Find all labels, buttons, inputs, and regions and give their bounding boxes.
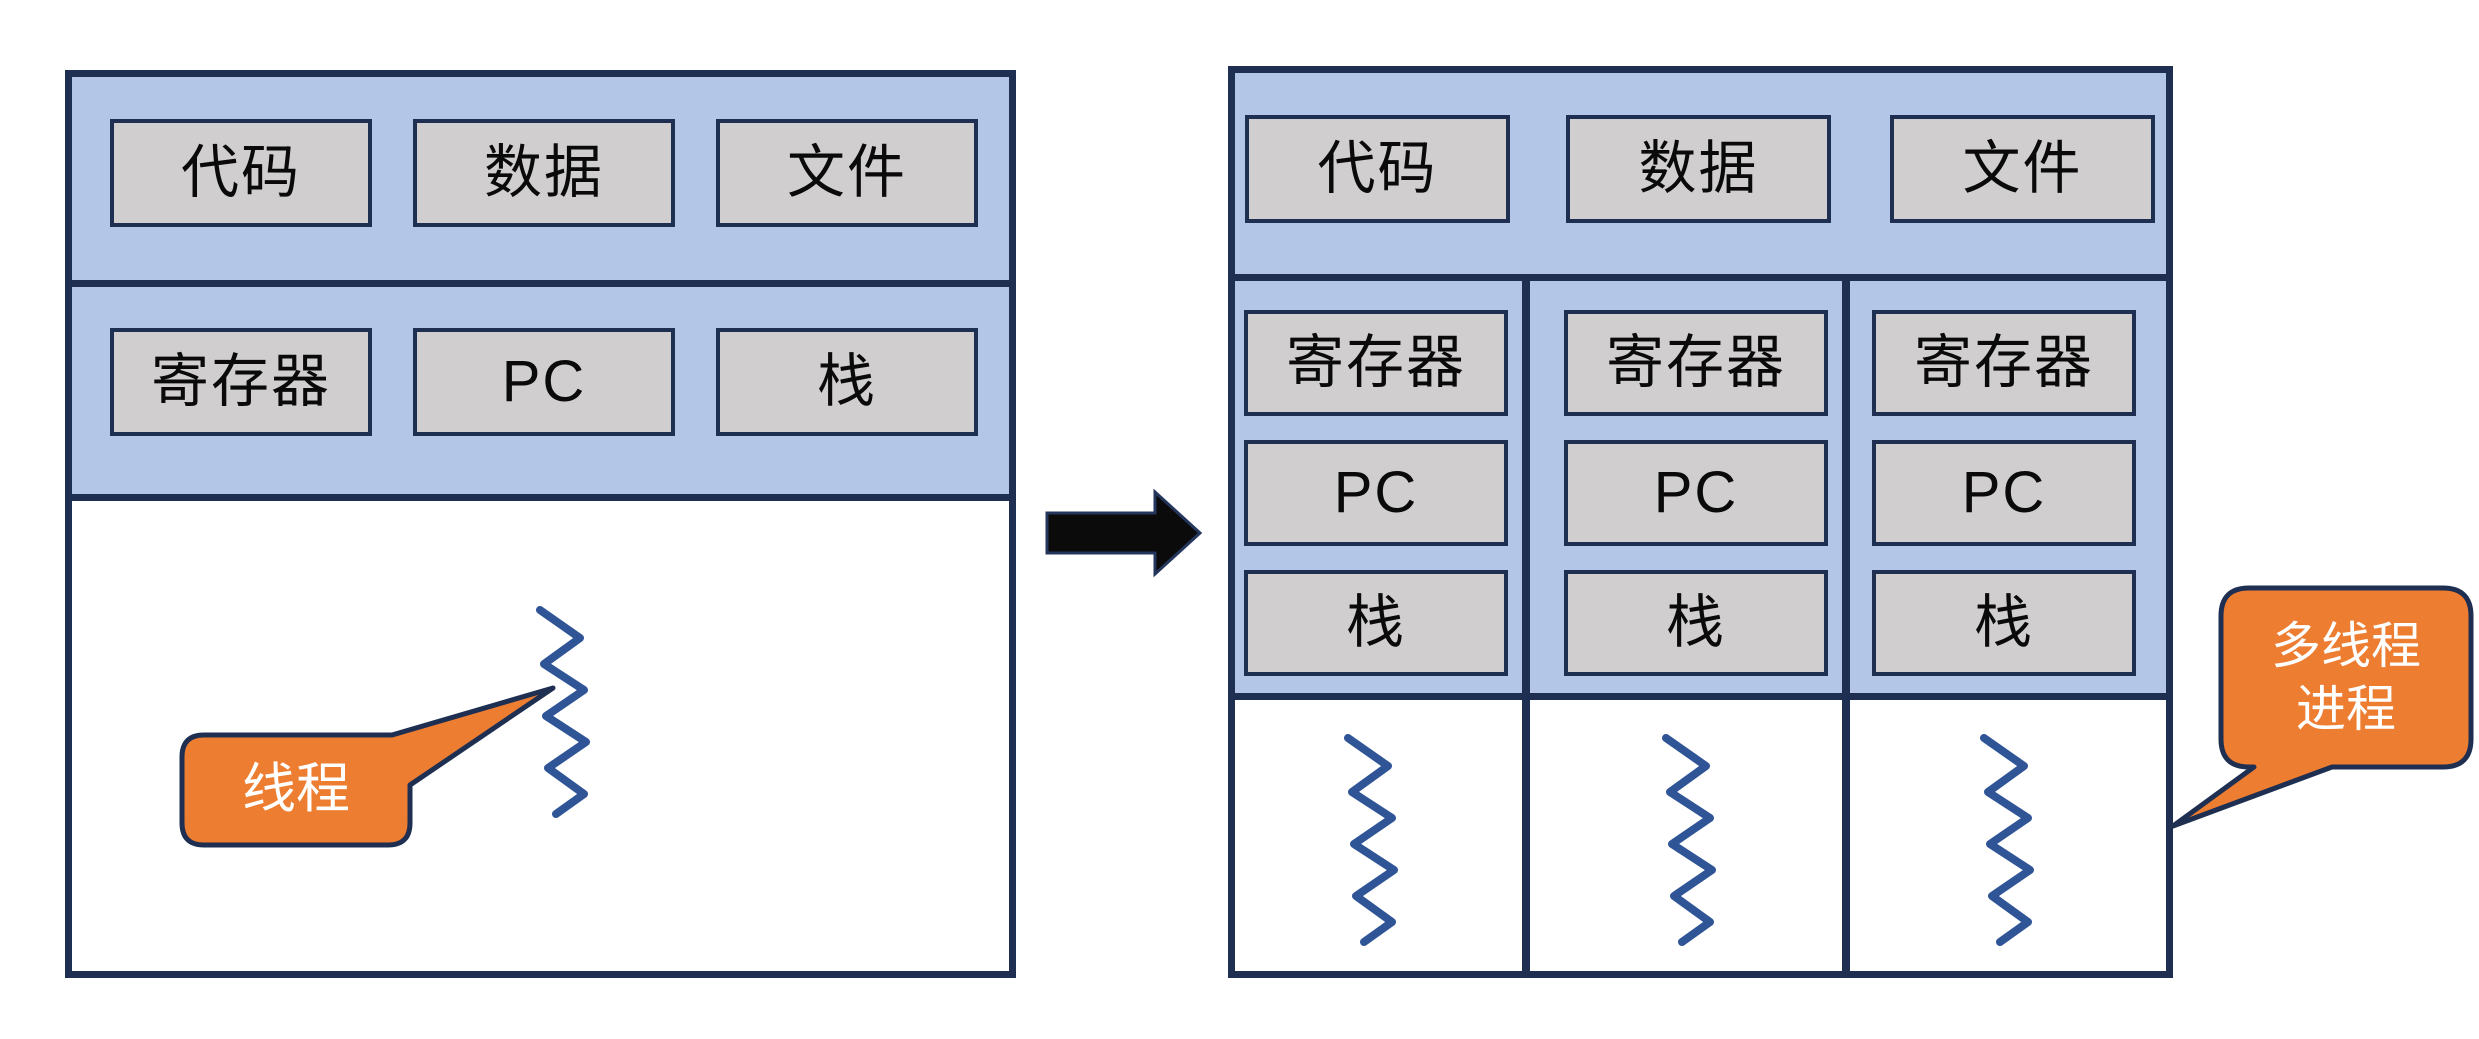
thread-squiggle-icon <box>536 606 590 818</box>
box-pc-label: PC <box>1961 460 2047 525</box>
box-stack: 栈 <box>716 328 978 436</box>
box-files-label: 文件 <box>1962 136 2083 201</box>
box-pc-label: PC <box>1333 460 1419 525</box>
thread-callout-bubble <box>179 685 556 848</box>
box-files: 文件 <box>716 119 978 227</box>
thread-squiggle-icon <box>1344 734 1398 946</box>
box-files-label: 文件 <box>786 140 907 205</box>
thread-callout: 线程 <box>182 735 410 845</box>
box-data-label: 数据 <box>483 140 604 205</box>
column-divider-1 <box>1522 281 1530 971</box>
box-code-label: 代码 <box>180 140 301 205</box>
thread-callout-label: 线程 <box>242 759 350 820</box>
box-pc: PC <box>1872 440 2136 546</box>
multithread-callout-line1: 多线程 <box>2271 618 2421 674</box>
multithread-callout: 多线程 进程 <box>2221 588 2471 767</box>
box-registers: 寄存器 <box>1244 310 1508 416</box>
box-registers: 寄存器 <box>1872 310 2136 416</box>
box-registers-label: 寄存器 <box>1913 330 2094 395</box>
box-pc-label: PC <box>1653 460 1739 525</box>
box-pc: PC <box>413 328 675 436</box>
box-pc: PC <box>1564 440 1828 546</box>
box-stack: 栈 <box>1564 570 1828 676</box>
box-pc: PC <box>1244 440 1508 546</box>
box-data: 数据 <box>1566 115 1831 223</box>
box-stack: 栈 <box>1872 570 2136 676</box>
box-files: 文件 <box>1890 115 2155 223</box>
box-stack: 栈 <box>1244 570 1508 676</box>
box-registers: 寄存器 <box>110 328 372 436</box>
box-registers-label: 寄存器 <box>1605 330 1786 395</box>
box-code-label: 代码 <box>1317 136 1438 201</box>
box-code: 代码 <box>110 119 372 227</box>
thread-squiggle-icon <box>1662 734 1716 946</box>
column-divider-2 <box>1842 281 1850 971</box>
box-stack-label: 栈 <box>1973 590 2034 655</box>
box-data-label: 数据 <box>1638 136 1759 201</box>
transform-arrow-icon <box>1045 488 1203 578</box>
box-stack-label: 栈 <box>1345 590 1406 655</box>
box-code: 代码 <box>1245 115 1510 223</box>
box-registers-label: 寄存器 <box>1285 330 1466 395</box>
box-data: 数据 <box>413 119 675 227</box>
box-registers: 寄存器 <box>1564 310 1828 416</box>
box-registers-label: 寄存器 <box>150 349 331 414</box>
box-stack-label: 栈 <box>816 349 877 414</box>
multithread-callout-bubble <box>2170 585 2474 829</box>
box-stack-label: 栈 <box>1665 590 1726 655</box>
multithread-callout-line2: 进程 <box>2296 680 2396 737</box>
box-pc-label: PC <box>501 349 587 414</box>
thread-squiggle-icon <box>1980 734 2034 946</box>
